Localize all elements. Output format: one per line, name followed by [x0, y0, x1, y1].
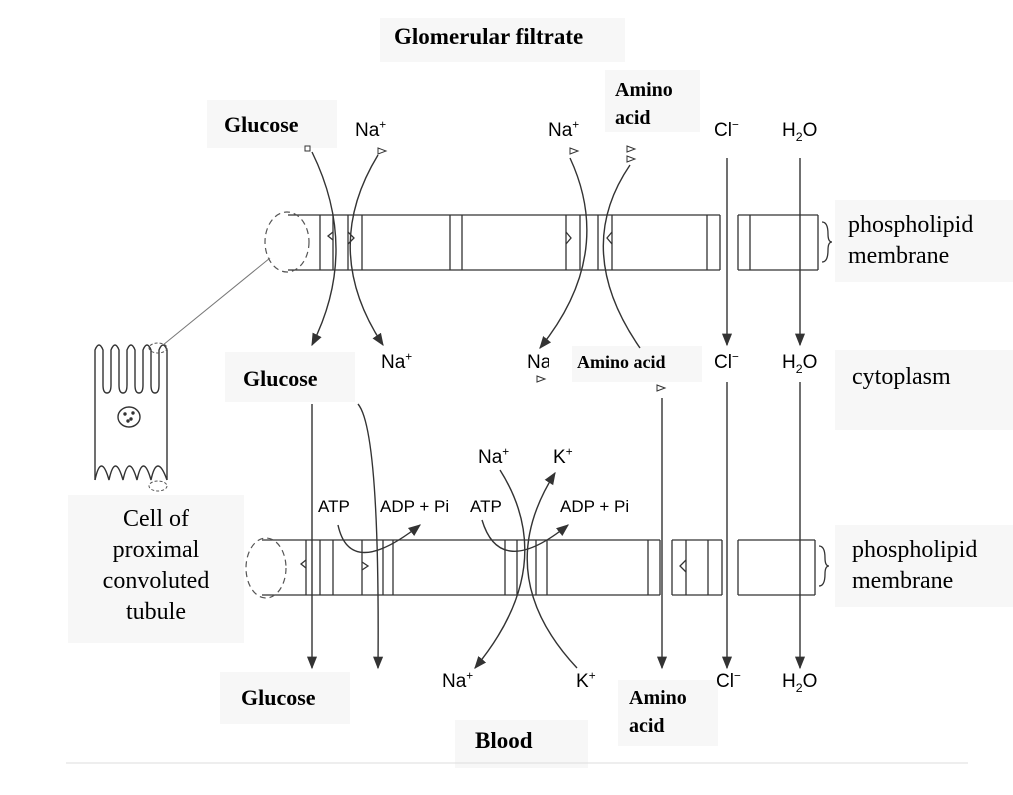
- atp-right-arrow: [481, 519, 569, 552]
- cl-bottom-label: Cl−: [716, 669, 741, 692]
- glucose-mid-label: Glucose: [243, 366, 318, 391]
- top-membrane-label: phospholipid membrane: [848, 210, 973, 272]
- k-bottom-label: K+: [576, 669, 596, 692]
- glucose-bottom-label: Glucose: [241, 685, 316, 710]
- glucose-symbol-top: [304, 145, 311, 152]
- cell-bottom-highlight: [148, 480, 168, 492]
- atp-left-arrow: [337, 524, 421, 554]
- na-pump-top-label: Na+: [478, 445, 510, 468]
- adp-pi-left-label: ADP + Pi: [380, 497, 450, 516]
- amino-bottom-line2: acid: [629, 715, 665, 737]
- amino-acid-bottom-label: Amino acid: [629, 684, 687, 740]
- glucose-bottom-bg: [220, 672, 350, 724]
- top-membrane: [288, 214, 833, 271]
- amino-bottom-line1: Amino: [629, 687, 687, 709]
- glucose-top-label: Glucose: [224, 112, 299, 137]
- na-symbol-top-left: [377, 147, 388, 155]
- membrane-bottom-label-bg: [835, 525, 1013, 607]
- na-out-arrow: [474, 469, 526, 669]
- h2o-bottom-label: H2O: [782, 671, 818, 695]
- k-pump-top-label: K+: [553, 445, 573, 468]
- amino-top-line2: acid: [615, 107, 651, 129]
- cell-label-line1: Cell of: [123, 506, 189, 532]
- amino-mid-bg: [572, 346, 702, 382]
- title: Glomerular filtrate: [394, 24, 584, 49]
- top-membrane-line2: membrane: [848, 243, 950, 269]
- cell-top-highlight: [148, 342, 168, 354]
- glucose-out-arrow-2: [357, 403, 384, 670]
- cytoplasm-label: cytoplasm: [852, 364, 951, 390]
- na-symbol-mid: [536, 375, 547, 383]
- k-in-arrow: [526, 471, 578, 669]
- cell-label-line2: proximal: [112, 537, 200, 563]
- amino-bottom-bg: [618, 680, 718, 746]
- amino-symbol-top: [626, 145, 637, 163]
- atp-right-label: ATP: [470, 497, 502, 516]
- h2o-mid-label: H2O: [782, 352, 818, 376]
- cell-sketch: [94, 344, 168, 481]
- adp-pi-right-label: ADP + Pi: [560, 497, 630, 516]
- h2o-top-label: H2O: [782, 120, 818, 144]
- amino-acid-mid-label: Amino acid: [577, 352, 666, 372]
- cytoplasm-label-bg: [835, 350, 1013, 430]
- amino-top-bg: [605, 70, 700, 132]
- title-bg: [380, 18, 625, 62]
- blood-bg: [455, 720, 588, 768]
- na-top-right-label: Na+: [548, 118, 580, 141]
- blood-label: Blood: [475, 728, 533, 753]
- cell-label: Cell of proximal convoluted tubule: [68, 504, 244, 628]
- na-in-arrow-right: [539, 157, 588, 349]
- amino-in-arrow: [602, 164, 641, 349]
- glucose-mid-bg: [225, 352, 355, 402]
- atp-left-label: ATP: [318, 497, 350, 516]
- glucose-top-bg: [207, 100, 337, 148]
- cell-label-line4: tubule: [126, 599, 186, 625]
- na-mid-left-label: Na+: [381, 350, 413, 373]
- na-mid-right-label: Na: [527, 352, 549, 373]
- na-in-arrow-left: [349, 154, 384, 347]
- cell-label-line3: convoluted: [102, 568, 210, 594]
- zoom-connector-line: [162, 257, 271, 346]
- membrane-top-label-bg: [835, 200, 1013, 282]
- amino-acid-top-label: Amino acid: [615, 76, 673, 132]
- top-zoom-circle: [264, 211, 310, 273]
- na-symbol-top-right: [569, 147, 580, 155]
- amino-top-line1: Amino: [615, 79, 673, 101]
- cl-top-label: Cl−: [714, 118, 739, 141]
- cl-mid-label: Cl−: [714, 350, 739, 373]
- bottom-membrane-line1: phospholipid: [852, 537, 978, 563]
- cell-label-bg: [68, 495, 244, 643]
- bottom-zoom-circle: [245, 537, 287, 599]
- na-top-left-label: Na+: [355, 118, 387, 141]
- bottom-membrane-line2: membrane: [852, 568, 954, 594]
- na-bottom-label: Na+: [442, 669, 474, 692]
- glucose-in-arrow: [311, 151, 337, 347]
- amino-symbol-mid: [656, 384, 667, 392]
- top-membrane-line1: phospholipid: [848, 212, 974, 238]
- bottom-membrane: [262, 539, 830, 596]
- bottom-membrane-label: phospholipid membrane: [852, 535, 977, 597]
